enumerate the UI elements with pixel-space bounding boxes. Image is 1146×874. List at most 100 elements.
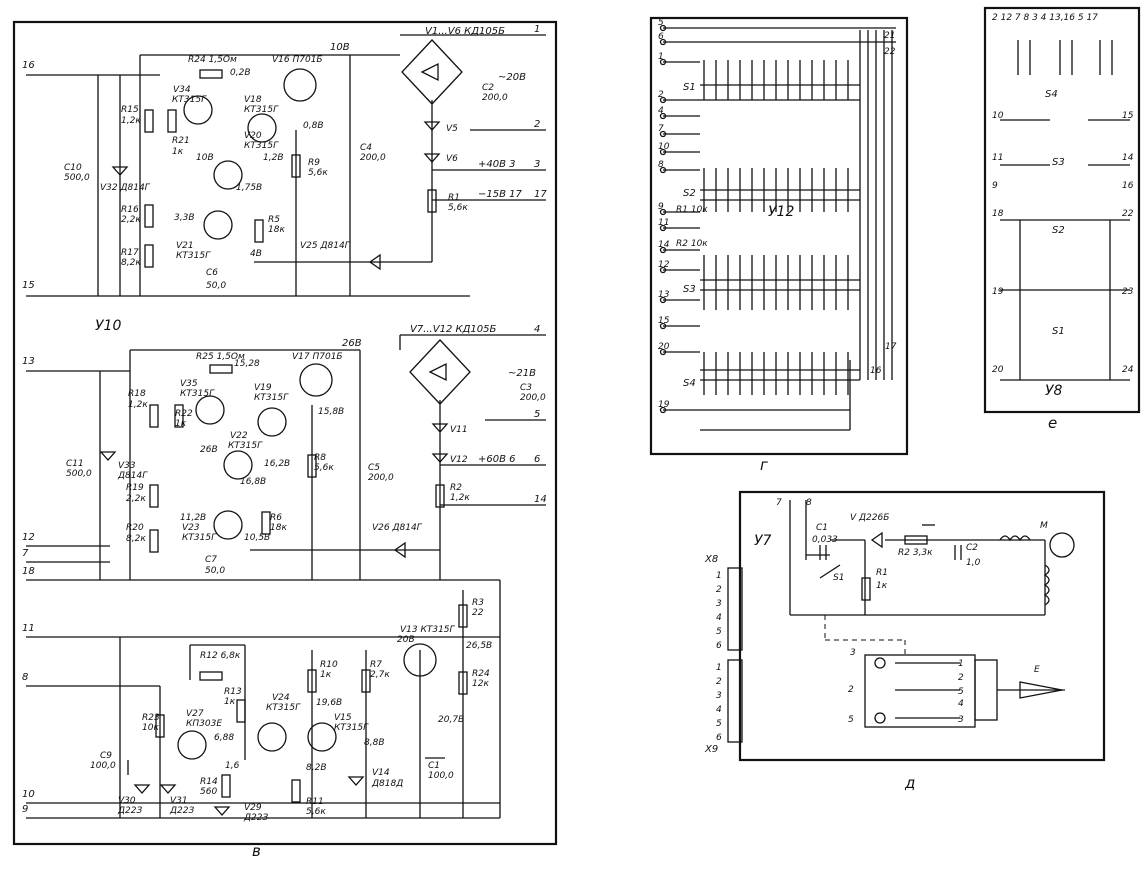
component-label: R3 (472, 598, 484, 608)
component-label: R22 (175, 409, 193, 419)
panel-d (727, 490, 1106, 762)
component-label: C4 (360, 143, 372, 153)
component-label: R18 (128, 389, 146, 399)
component-label: 560 (200, 787, 217, 797)
pin-label: 13 (658, 290, 670, 300)
component-label: V13 КТ315Г (400, 625, 456, 635)
component-label: 22 (472, 608, 484, 618)
component-label: 8,2к (126, 534, 146, 544)
part-label: R1 (876, 568, 888, 578)
component-label: 0,2В (230, 68, 251, 78)
unit-label: У8 (1045, 383, 1063, 399)
terminal-label: 18 (22, 566, 35, 577)
pin-label: 19 (992, 287, 1004, 297)
component-label: R8 (314, 453, 326, 463)
pin-label: 16 (1122, 181, 1134, 191)
pin-label: 7 (658, 124, 664, 134)
component-label: 5,6к (448, 203, 468, 213)
component-label: 500,0 (66, 469, 92, 479)
pin-label: 20 (658, 342, 670, 352)
terminal-label: 4 (534, 324, 540, 335)
terminal-label: 1 (534, 24, 540, 35)
component-label: 1,2В (263, 153, 284, 163)
component-label: R21 (172, 136, 190, 146)
component-label: КТ315Г (244, 141, 279, 151)
component-label: 1к (320, 670, 332, 680)
terminal-label: 8 (22, 672, 28, 683)
pin-label: 2 12 7 8 3 4 13,16 5 17 (992, 13, 1098, 23)
switch-label: S2 (683, 188, 696, 199)
component-label: C10 (64, 163, 82, 173)
component-label: R25 1,5Ом (196, 352, 245, 362)
component-label: 200,0 (482, 93, 508, 103)
component-label: 200,0 (368, 473, 394, 483)
component-label: Д818Д (371, 779, 403, 789)
pin-label: 9 (658, 202, 664, 212)
component-label: 100,0 (90, 761, 116, 771)
component-label: R14 (200, 777, 218, 787)
component-label: 15,8В (318, 407, 344, 417)
component-label: V11 (450, 425, 468, 435)
pin-label: 2 (716, 585, 722, 595)
switch-label: S4 (683, 378, 696, 389)
part-label: E (1034, 665, 1040, 675)
component-label: V14 (372, 768, 390, 778)
component-label: 5,6к (314, 463, 334, 473)
pin-label: 11 (992, 153, 1003, 163)
component-label: 10В (196, 153, 214, 163)
component-label: 1,2к (121, 116, 141, 126)
pin-label: 19 (658, 400, 670, 410)
terminal-label: 5 (534, 409, 540, 420)
component-label: 16,2В (264, 459, 290, 469)
component-label: V25 Д814Г (300, 241, 351, 251)
pin-label: 6 (716, 641, 722, 651)
pin-label: 1 (716, 663, 722, 673)
component-label: 19,6В (316, 698, 342, 708)
part-label: M (1040, 521, 1048, 531)
pin-label: 20 (992, 365, 1004, 375)
component-label: R2 (450, 483, 462, 493)
component-label: 26В (200, 445, 218, 455)
component-label: R1 (448, 193, 460, 203)
component-label: V34 (173, 85, 191, 95)
caption: е (1048, 414, 1057, 432)
component-label: 18к (270, 523, 287, 533)
component-label: V21 (176, 241, 194, 251)
terminal-label: 11 (22, 623, 35, 634)
component-label: 12к (472, 679, 489, 689)
pin-label: 4 (716, 705, 722, 715)
terminal-label: 14 (534, 494, 547, 505)
component-label: R17 (121, 248, 139, 258)
component-label: 8,2к (121, 258, 141, 268)
component-label: 1,75В (236, 183, 262, 193)
component-label: R12 6,8к (200, 651, 241, 661)
pin-label: 7 (776, 498, 782, 508)
terminal-label: 13 (22, 356, 35, 367)
component-label: V30 (118, 796, 136, 806)
component-label: V35 (180, 379, 198, 389)
bridge-label: V7...V12 КД105Б (410, 324, 496, 335)
component-label: V23 (182, 523, 200, 533)
resistor-label: R1 10к (676, 205, 708, 215)
pin-label: 11 (658, 218, 669, 228)
connector-label: X8 (704, 554, 718, 565)
terminal-label: 7 (22, 548, 29, 559)
pin-label: 24 (1122, 365, 1134, 375)
terminal-label: 15 (22, 280, 35, 291)
caption: д (904, 774, 915, 792)
component-label: C7 (205, 555, 217, 565)
part-label: 1,0 (966, 558, 981, 568)
component-label: V24 (272, 693, 290, 703)
pin-label: 5 (716, 719, 722, 729)
component-label: 8,2В (306, 763, 327, 773)
component-label: R20 (126, 523, 144, 533)
component-label: КТ315Г (228, 441, 263, 451)
voltage-label: ~20В (498, 72, 526, 83)
component-label: R23 (142, 713, 160, 723)
pin-label: 2 (716, 677, 722, 687)
pin-label: 6 (716, 733, 722, 743)
component-label: КП303Е (186, 719, 222, 729)
component-label: V27 (186, 709, 204, 719)
pin-label: 2 (658, 90, 664, 100)
terminal-label: 17 (534, 189, 547, 200)
